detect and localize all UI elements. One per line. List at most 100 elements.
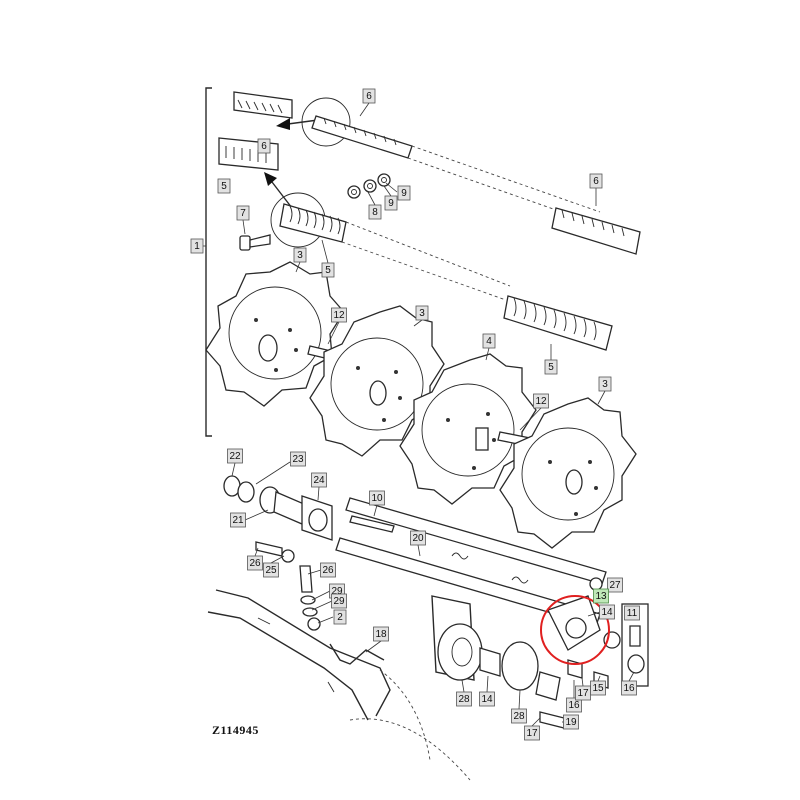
arrow-up-left-icon <box>264 172 293 209</box>
callout-number: 26 <box>322 565 334 576</box>
callout-number: 25 <box>265 565 277 576</box>
callout-6: 6 <box>589 173 603 206</box>
callout-number: 24 <box>313 475 325 486</box>
callout-leader-line <box>628 671 635 682</box>
callout-5: 5 <box>217 178 231 194</box>
callout-leader-line <box>597 390 606 405</box>
callout-22: 22 <box>227 448 243 477</box>
callout-leader-line <box>254 547 259 557</box>
callout-number: 11 <box>627 608 638 619</box>
callout-number: 26 <box>249 558 261 569</box>
bolt-nut-25 <box>255 541 295 563</box>
callout-18: 18 <box>365 626 389 653</box>
callout-box <box>566 697 582 713</box>
callout-27: 27 <box>607 577 623 593</box>
callout-number: 29 <box>333 596 345 607</box>
callout-leader-line <box>417 544 421 557</box>
callout-box <box>621 680 637 696</box>
callout-box <box>479 691 495 707</box>
callout-box <box>368 204 382 220</box>
bolt-26 <box>299 565 321 631</box>
callout-number: 27 <box>609 580 621 591</box>
callout-leader-line <box>270 555 285 564</box>
callout-9: 9 <box>383 185 398 211</box>
sprocket-outline-hidden <box>349 718 471 781</box>
callout-box <box>263 562 279 578</box>
callout-24: 24 <box>311 472 327 501</box>
callout-leader-line <box>327 321 340 345</box>
callout-7: 7 <box>236 205 250 235</box>
callout-16: 16 <box>566 680 582 713</box>
rasp-bar-upper <box>311 115 601 225</box>
callout-leader-line <box>255 461 291 485</box>
callout-box <box>311 472 327 488</box>
callout-box <box>236 205 250 221</box>
callout-box <box>217 178 231 194</box>
figure-code: Z114945 <box>212 723 259 737</box>
callout-number: 5 <box>325 265 331 276</box>
callout-leader-line <box>531 717 541 727</box>
callout-box <box>320 562 336 578</box>
callout-leader-line <box>461 679 465 693</box>
callout-box <box>598 376 612 392</box>
callout-5: 5 <box>321 239 335 278</box>
callout-leader-line <box>518 689 521 710</box>
sprocket-disc-4 <box>499 397 637 549</box>
callout-box <box>563 714 579 730</box>
callout-number: 16 <box>568 700 580 711</box>
callout-number: 6 <box>366 91 372 102</box>
callout-17: 17 <box>575 677 591 701</box>
callout-box <box>599 604 615 620</box>
callout-number: 17 <box>526 728 538 739</box>
callout-box <box>415 305 429 321</box>
callout-leader-line <box>519 407 542 431</box>
callout-29: 29 <box>311 593 347 611</box>
callout-number: 3 <box>297 250 303 261</box>
callout-box <box>544 359 558 375</box>
callout-leader-line <box>581 677 584 687</box>
callout-3: 3 <box>293 247 307 273</box>
callout-box <box>247 555 263 571</box>
callout-5: 5 <box>544 344 558 375</box>
callout-leader-line <box>295 261 301 273</box>
callout-19: 19 <box>562 714 579 730</box>
callout-25: 25 <box>263 555 285 578</box>
callout-number: 20 <box>412 533 424 544</box>
callout-number: 13 <box>595 591 607 602</box>
callout-number: 28 <box>513 711 525 722</box>
callout-number: 4 <box>486 336 492 347</box>
callout-box <box>290 451 306 467</box>
callout-box <box>624 605 640 621</box>
callout-box <box>410 530 426 546</box>
concave-housing <box>207 589 391 721</box>
callout-box <box>257 138 271 154</box>
callout-4: 4 <box>482 333 496 361</box>
callout-number: 9 <box>401 188 407 199</box>
callout-number: 23 <box>292 454 304 465</box>
callout-leader-line <box>587 611 601 617</box>
callout-box <box>593 588 609 604</box>
callout-number: 22 <box>229 451 241 462</box>
callout-number: 5 <box>221 181 227 192</box>
callout-number: 14 <box>481 694 493 705</box>
callout-box <box>321 262 335 278</box>
callout-17: 17 <box>524 717 541 741</box>
shaft-upper <box>345 497 607 585</box>
callout-20: 20 <box>410 530 426 557</box>
callout-leader-line <box>311 590 331 601</box>
callout-number: 15 <box>592 683 604 694</box>
callout-box <box>331 307 347 323</box>
insert-detail-upper <box>218 91 293 171</box>
callout-number: 3 <box>419 308 425 319</box>
rasp-bar-lower-right <box>503 295 613 351</box>
callout-box <box>482 333 496 349</box>
callout-leader-line <box>383 185 392 197</box>
callout-leader-line <box>367 191 376 206</box>
callout-6: 6 <box>257 138 271 154</box>
bolt <box>239 234 271 251</box>
callout-28: 28 <box>456 679 472 707</box>
arrow-left-icon <box>276 118 319 130</box>
